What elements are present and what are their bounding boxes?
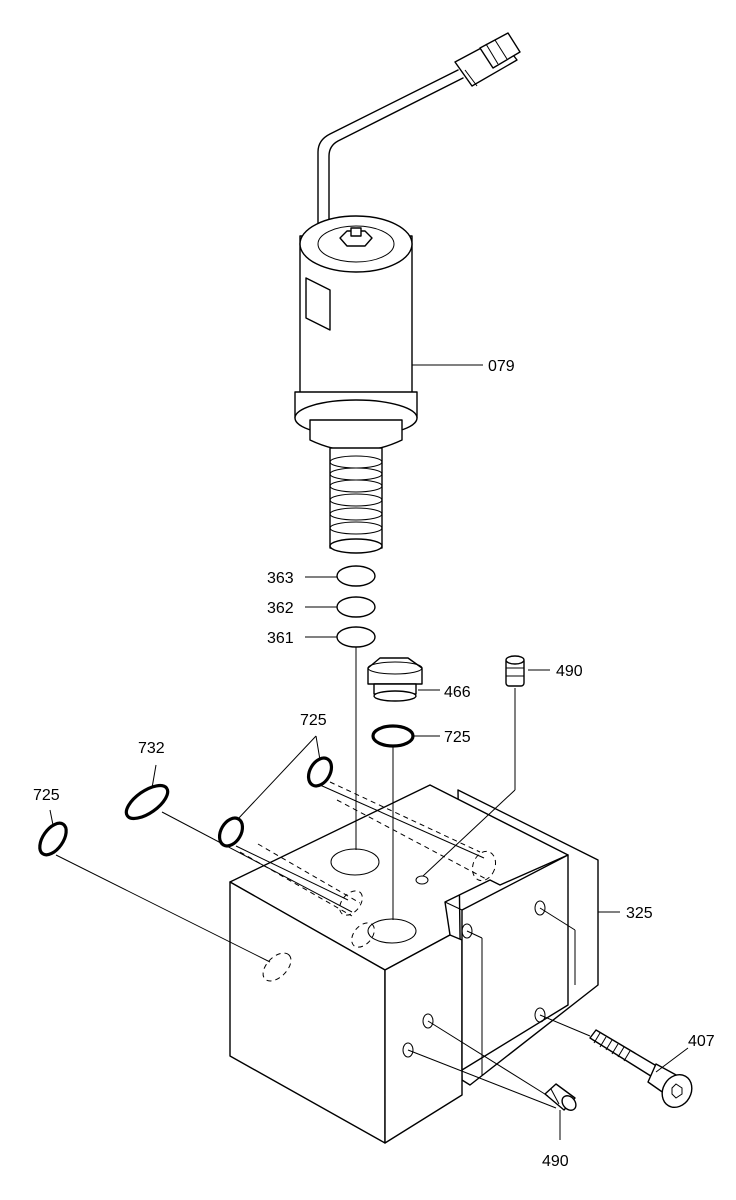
oring-725-mid-lower: [217, 816, 245, 848]
label-363: 363: [267, 570, 294, 587]
solenoid-valve: [294, 32, 521, 554]
block-side-face: [384, 934, 463, 1144]
label-361: 361: [267, 630, 294, 647]
label-725-mid: 725: [300, 712, 327, 729]
label-079: 079: [488, 358, 515, 375]
label-732: 732: [138, 740, 165, 757]
solenoid-cable: [317, 69, 459, 237]
label-725-right: 725: [444, 729, 471, 746]
top-nut: [339, 227, 373, 247]
oring-732: [124, 783, 170, 821]
label-725-left: 725: [33, 787, 60, 804]
valve-stem: [329, 447, 383, 554]
oring-362: [336, 596, 376, 618]
label-490-top: 490: [556, 663, 583, 680]
label-362: 362: [267, 600, 294, 617]
top-screw-hole: [415, 875, 429, 885]
oring-363: [336, 565, 376, 587]
cable-connector: [454, 32, 521, 87]
label-325: 325: [626, 905, 653, 922]
set-screw-490-bottom: [544, 1083, 577, 1111]
leader-lines: [49, 364, 689, 1140]
part-labels: 079 363 362 361 466 490 725 725 732 725 …: [33, 358, 715, 1170]
oring-725-right: [371, 724, 415, 748]
valve-block: [229, 781, 599, 1144]
oring-725-mid-upper: [306, 756, 334, 788]
plug-466: [367, 657, 423, 702]
label-466: 466: [444, 684, 471, 701]
oring-361: [336, 626, 376, 648]
label-490-bottom: 490: [542, 1153, 569, 1170]
top-port-large: [330, 848, 380, 876]
top-port-front: [367, 918, 417, 944]
coil-sticker: [305, 277, 331, 331]
bolt-407: [589, 1029, 693, 1109]
label-407: 407: [688, 1033, 715, 1050]
set-screw-490-top: [505, 655, 525, 687]
oring-725-left: [38, 821, 68, 857]
